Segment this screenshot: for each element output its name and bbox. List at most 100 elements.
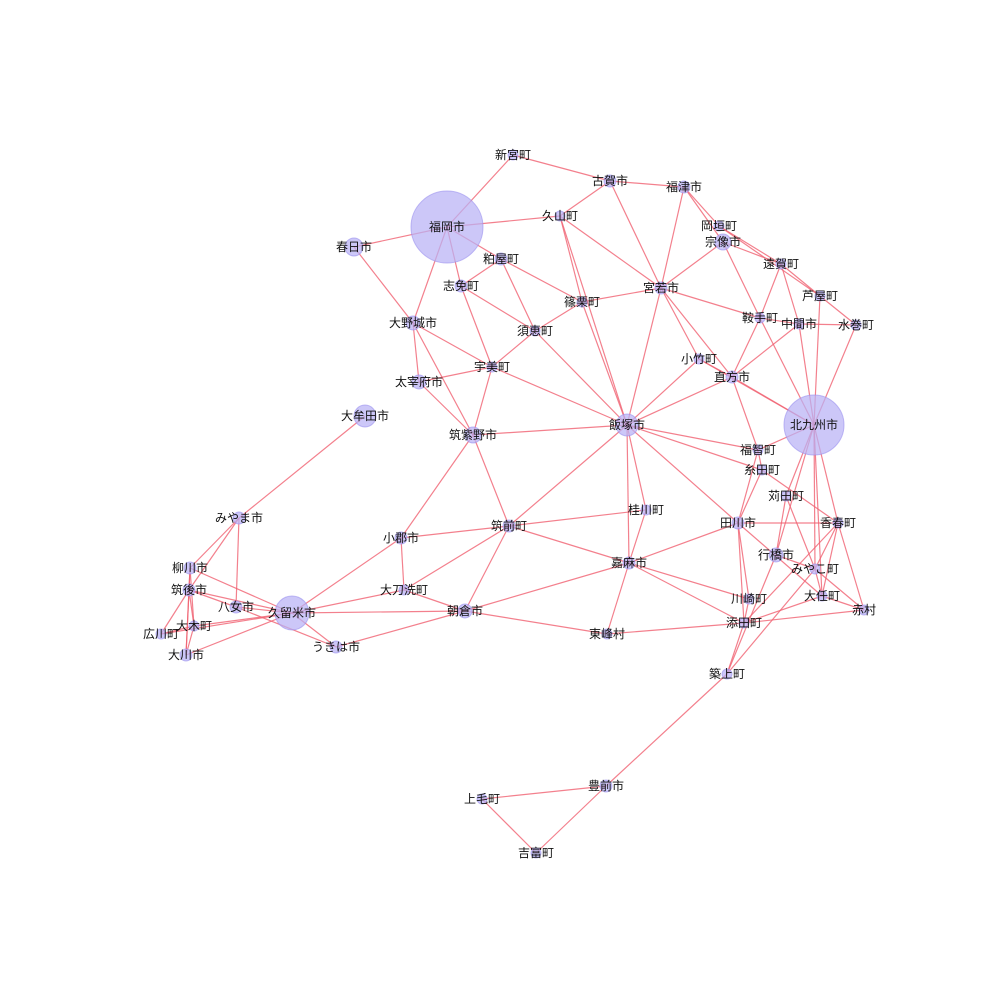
node-label-fukutsu: 福津市	[666, 179, 702, 194]
edge-sue-umi	[491, 330, 536, 368]
edge-kama-chikuzen	[508, 525, 630, 564]
node-nakama	[793, 318, 805, 330]
node-kitakyushu	[783, 394, 845, 456]
edge-chikugo-yame	[188, 589, 237, 608]
edge-kasuga-onojo	[353, 246, 414, 324]
edge-yanagawa-oki	[189, 567, 195, 627]
edge-tachiarai-kurume	[291, 589, 405, 614]
edge-tachiarai-asakura	[403, 589, 466, 612]
edge-oto-soeda	[743, 595, 823, 624]
edge-fukutsu-munakata	[683, 186, 724, 243]
edge-kurume-chikugo	[188, 589, 293, 614]
edge-omuta-miyama	[238, 415, 366, 519]
node-sasaguri	[576, 296, 588, 308]
edge-onojo-chikushino	[412, 322, 474, 436]
edge-nogata-fukuchi	[731, 376, 759, 451]
node-ogori	[394, 531, 408, 545]
node-soeda	[738, 617, 750, 629]
node-label-hisayama: 久山町	[542, 209, 578, 223]
edge-onga-nakama	[780, 263, 800, 325]
edge-iizuka-fukuchi	[626, 424, 759, 451]
edge-kawara-soeda	[743, 522, 839, 624]
node-ashiya	[814, 290, 826, 302]
node-shime	[454, 279, 468, 293]
node-label-kasuya: 粕屋町	[483, 251, 519, 266]
node-label-keisen: 桂川町	[628, 502, 664, 517]
node-label-soeda: 添田町	[726, 616, 762, 630]
node-miyawaka	[654, 281, 668, 295]
node-kama	[622, 556, 636, 570]
node-kotake	[693, 353, 705, 365]
node-label-chikuzen: 筑前町	[491, 518, 527, 533]
edge-buzen-yoshitomi	[535, 785, 607, 854]
node-label-miyako: みやこ町	[791, 562, 839, 576]
edge-chikugo-okawa	[185, 589, 190, 656]
node-tachiarai	[398, 584, 410, 596]
node-chikuzen	[502, 519, 516, 533]
node-label-asakura: 朝倉市	[447, 603, 483, 618]
node-label-fukuoka: 福岡市	[429, 219, 465, 234]
edge-fukuchi-tagawa	[737, 449, 759, 524]
node-oto	[816, 590, 828, 602]
edge-kurate-nogata	[731, 317, 761, 378]
edge-miyama-yame	[235, 517, 240, 608]
edge-kama-kawasaki	[628, 562, 750, 600]
edge-sasaguri-iizuka	[581, 301, 628, 426]
node-hirokawa	[155, 628, 167, 640]
node-fukuchi	[752, 444, 764, 456]
edge-onga-kurate	[759, 263, 782, 319]
node-oki	[188, 620, 200, 632]
node-label-yame: 八女市	[218, 599, 254, 614]
node-label-oto: 大任町	[804, 589, 840, 603]
edge-kurume-okawa	[185, 612, 293, 656]
node-label-chikugo: 筑後市	[171, 582, 207, 597]
node-label-miyawaka: 宮若市	[643, 280, 679, 295]
edge-chikushino-iizuka	[472, 424, 628, 436]
node-kasuya	[494, 252, 508, 266]
edge-hisayama-iizuka	[559, 215, 628, 426]
edge-sasaguri-kasuya	[500, 258, 583, 303]
node-tagawa	[731, 516, 745, 530]
edge-miyawaka-kotake	[660, 287, 700, 360]
node-label-shime: 志免町	[443, 278, 479, 293]
edge-mizumaki-nakama	[798, 323, 857, 326]
node-asakura	[457, 603, 473, 619]
edge-chikuzen-asakura	[464, 525, 510, 612]
node-label-kotake: 小竹町	[681, 352, 717, 366]
edge-itoda-tagawa	[737, 469, 763, 524]
edge-munakata-miyawaka	[660, 241, 724, 289]
edge-kasuya-sue	[500, 258, 536, 332]
node-label-okagaki: 岡垣町	[701, 219, 737, 233]
node-fukuoka	[410, 190, 484, 264]
edge-miyama-yanagawa	[189, 517, 240, 569]
edge-kurate-miyawaka	[660, 287, 761, 319]
edge-kama-toho	[606, 562, 630, 635]
edge-onojo-dazaifu	[412, 322, 420, 383]
edge-shingu-koga	[512, 154, 611, 182]
edge-kurume-yanagawa	[189, 567, 293, 614]
edge-kawara-miyako	[814, 522, 839, 570]
node-kasuga	[344, 237, 364, 257]
node-label-dazaifu: 太宰府市	[395, 374, 443, 389]
node-okagaki	[713, 220, 725, 232]
node-label-chikushino: 筑紫野市	[449, 427, 497, 442]
node-label-sue: 須恵町	[517, 324, 553, 338]
edge-kawara-akamura	[837, 522, 865, 611]
node-okawa	[179, 648, 193, 662]
node-label-koga: 古賀市	[592, 173, 628, 188]
node-iizuka	[615, 413, 639, 437]
node-label-chikujo: 築上町	[709, 666, 745, 681]
node-label-akamura: 赤村	[852, 603, 876, 617]
node-shingu	[507, 149, 519, 161]
edge-dazaifu-chikushino	[418, 381, 474, 436]
edge-tagawa-kawasaki	[737, 522, 750, 600]
edge-ashiya-mizumaki	[819, 295, 857, 326]
edge-sue-iizuka	[534, 330, 628, 426]
node-label-iizuka: 飯塚市	[609, 417, 645, 432]
node-label-kawara: 香春町	[820, 516, 856, 530]
edge-kasuya-shime	[460, 258, 502, 287]
edge-tagawa-soeda	[737, 522, 745, 624]
node-label-kurume: 久留米市	[268, 605, 316, 620]
edge-fukutsu-miyawaka	[660, 186, 685, 289]
edge-iizuka-tagawa	[626, 424, 739, 524]
